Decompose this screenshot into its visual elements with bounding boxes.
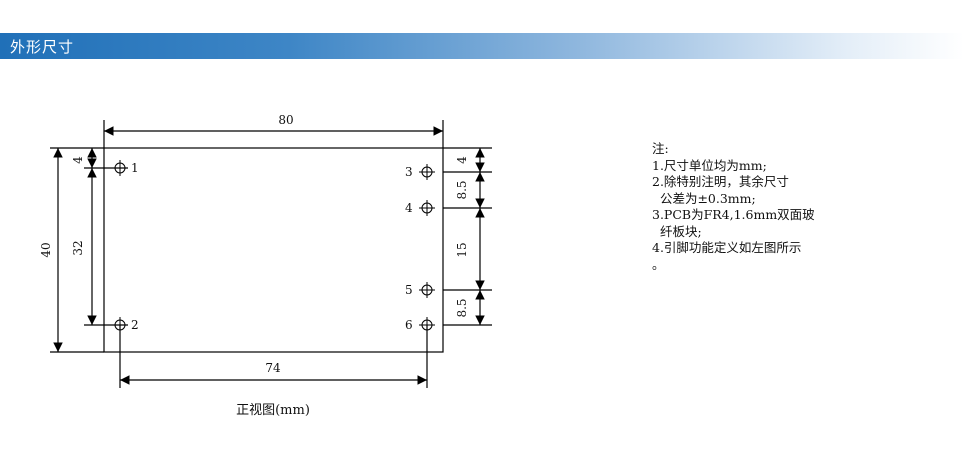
note-line: 公差为±0.3mm; (652, 190, 756, 206)
dim-32-label: 32 (71, 240, 85, 255)
notes-heading: 注: (652, 141, 669, 156)
pin-1-symbol (112, 160, 128, 176)
pin-5-label: 5 (405, 283, 413, 297)
note-line: 1.尺寸单位均为mm; (652, 157, 767, 173)
pin-3-label: 3 (405, 165, 413, 179)
note-line: 。 (652, 256, 665, 272)
dim-74-label: 74 (265, 361, 281, 375)
section-title: 外形尺寸 (10, 38, 75, 56)
notes-block: 注: 1.尺寸单位均为mm; 2.除特别注明，其余尺寸 公差为±0.3mm; 3… (652, 141, 815, 273)
pin-6-symbol (419, 317, 435, 333)
dim-8-5-b-label: 8.5 (455, 298, 469, 317)
pin-4-label: 4 (405, 201, 413, 215)
pin-1-label: 1 (131, 161, 139, 175)
dim-80-label: 80 (278, 113, 293, 127)
diagram-caption: 正视图(mm) (236, 403, 310, 418)
note-line: 2.除特别注明，其余尺寸 (652, 174, 789, 189)
dim-40-label: 40 (39, 242, 53, 257)
note-line: 纤板块; (652, 223, 702, 239)
dim-4-left-label: 4 (71, 156, 85, 164)
pin-6-label: 6 (405, 318, 413, 332)
pin-5-symbol (419, 282, 435, 298)
note-line: 4.引脚功能定义如左图所示 (652, 240, 802, 255)
pin-2-label: 2 (131, 318, 139, 332)
board-outline (103, 147, 444, 353)
pin-2-symbol (112, 317, 128, 333)
section-header: 外形尺寸 (0, 33, 964, 59)
dim-8-5-a-label: 8.5 (455, 180, 469, 199)
dim-4-right-label: 4 (455, 156, 469, 164)
pin-4-symbol (419, 200, 435, 216)
pin-3-symbol (419, 164, 435, 180)
note-line: 3.PCB为FR4,1.6mm双面玻 (652, 207, 815, 222)
dim-15-label: 15 (455, 242, 469, 257)
